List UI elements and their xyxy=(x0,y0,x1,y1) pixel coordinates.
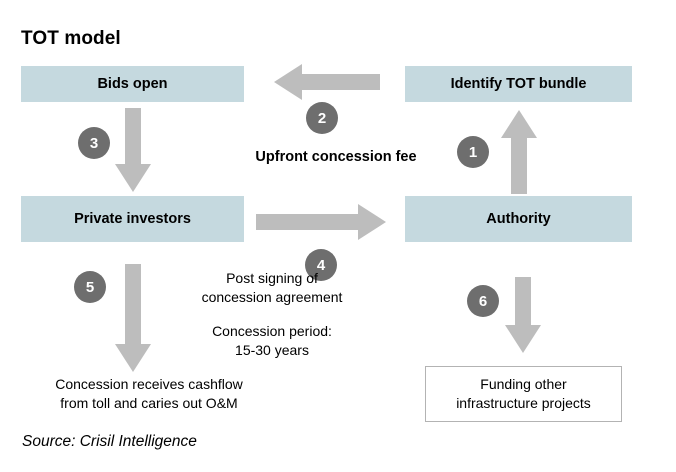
badge-step-1: 1 xyxy=(457,136,489,168)
label-post-signing-line-1: Post signing of xyxy=(226,270,318,286)
badge-step-2-number: 2 xyxy=(317,109,327,127)
label-post-signing: Post signing of concession agreement xyxy=(162,269,382,307)
label-concession-period-line-1: Concession period: xyxy=(212,323,332,339)
node-identify-tot-bundle-label: Identify TOT bundle xyxy=(450,76,587,92)
label-upfront-concession-fee: Upfront concession fee xyxy=(255,149,417,165)
label-concession-period-line-2: 15-30 years xyxy=(235,341,309,358)
label-concession-cashflow-line-1: Concession receives cashflow xyxy=(55,376,243,392)
arrow-up-step-1 xyxy=(501,110,537,194)
node-authority[interactable]: Authority xyxy=(405,196,632,242)
badge-step-4-number: 4 xyxy=(316,256,326,274)
page-title: TOT model xyxy=(21,28,121,49)
badge-step-2: 2 xyxy=(306,102,338,134)
badge-step-1-number: 1 xyxy=(468,143,478,161)
node-private-investors-label: Private investors xyxy=(74,211,191,227)
badge-step-6: 6 xyxy=(467,285,499,317)
arrow-down-step-6 xyxy=(505,277,541,353)
node-private-investors[interactable]: Private investors xyxy=(21,196,244,242)
node-bids-open[interactable]: Bids open xyxy=(21,66,244,102)
arrow-right-step-4 xyxy=(256,203,386,241)
arrow-left-step-2 xyxy=(274,63,380,101)
source-note: Source: Crisil Intelligence xyxy=(22,433,197,450)
badge-step-3: 3 xyxy=(78,127,110,159)
node-funding-other-infrastructure[interactable]: Funding other infrastructure projects xyxy=(425,366,622,422)
label-concession-cashflow: Concession receives cashflow from toll a… xyxy=(14,375,284,413)
node-authority-label: Authority xyxy=(486,211,551,227)
label-post-signing-line-2: concession agreement xyxy=(201,288,343,305)
badge-step-5: 5 xyxy=(74,271,106,303)
badge-step-4: 4 xyxy=(305,249,337,281)
badge-step-6-number: 6 xyxy=(478,292,488,310)
badge-step-3-number: 3 xyxy=(89,134,99,152)
badge-step-5-number: 5 xyxy=(85,278,95,296)
node-funding-other-line-2: infrastructure projects xyxy=(456,395,591,411)
node-identify-tot-bundle[interactable]: Identify TOT bundle xyxy=(405,66,632,102)
arrow-down-step-5 xyxy=(115,264,151,372)
node-bids-open-label: Bids open xyxy=(97,76,168,92)
label-concession-period: Concession period: 15-30 years xyxy=(162,322,382,360)
node-funding-other-line-1: Funding other xyxy=(480,376,567,393)
label-concession-cashflow-line-2: from toll and caries out O&M xyxy=(60,394,238,411)
arrow-down-step-3 xyxy=(115,108,151,192)
